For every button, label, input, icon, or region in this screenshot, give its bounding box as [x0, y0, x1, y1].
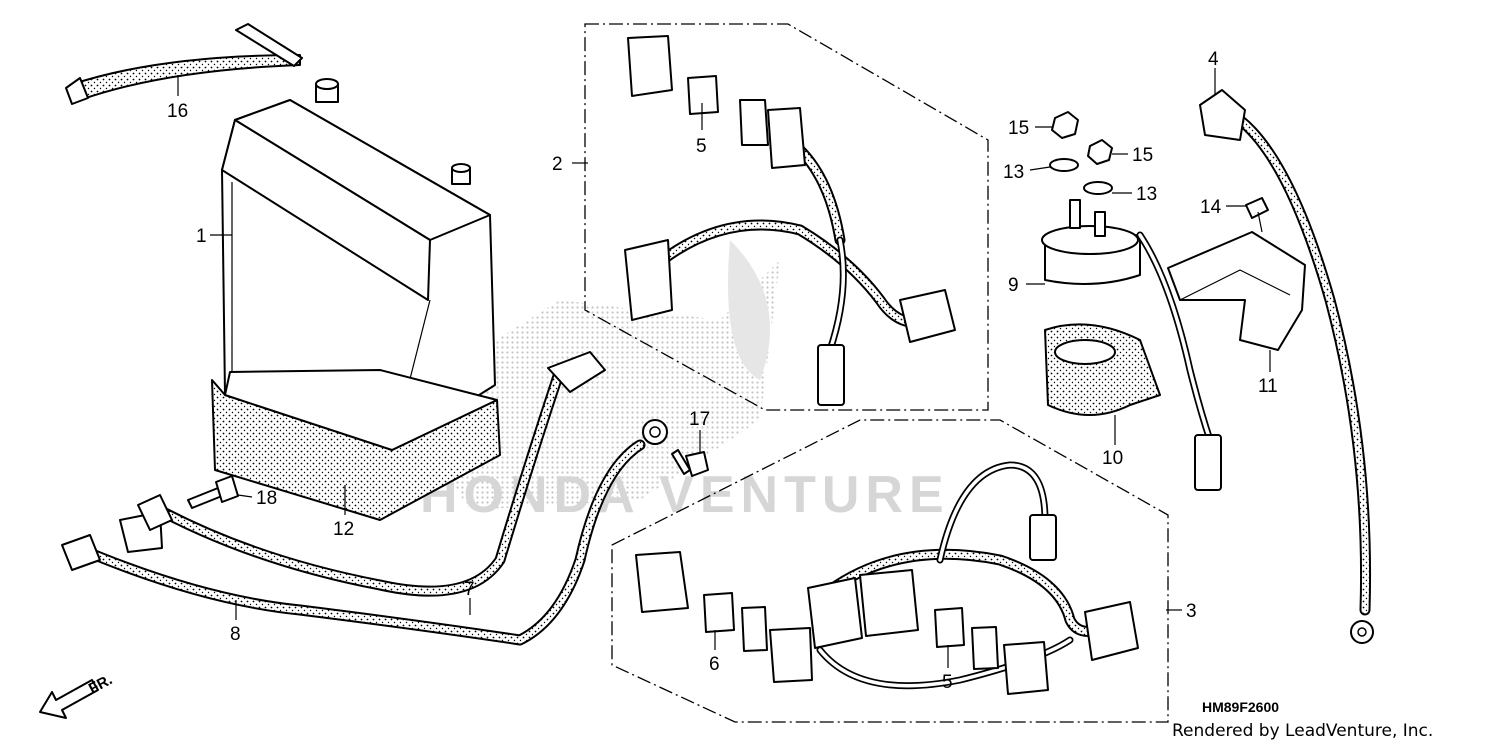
- callout-18: 18: [256, 488, 277, 509]
- callout-7: 7: [464, 579, 475, 600]
- front-direction-indicator: FR.: [39, 671, 115, 719]
- callout-16: 16: [167, 101, 188, 122]
- starter-cable: [1199, 89, 1374, 644]
- harness-2-outline: [584, 23, 989, 411]
- callout-11: 11: [1258, 376, 1278, 397]
- callout-15-left: 15: [1008, 118, 1029, 139]
- relay-cover: [1044, 323, 1161, 416]
- callout-12: 12: [333, 519, 354, 540]
- battery-cables: [61, 351, 668, 646]
- callout-13-right: 13: [1136, 184, 1157, 205]
- battery-pad: [211, 369, 501, 521]
- callout-2: 2: [552, 154, 563, 175]
- leader-lines: [177, 68, 1271, 668]
- callout-14: 14: [1200, 197, 1222, 218]
- battery: [221, 78, 496, 451]
- callout-9: 9: [1008, 275, 1019, 296]
- callout-5-lower: 5: [942, 672, 953, 693]
- callout-3: 3: [1186, 601, 1197, 622]
- callout-6: 6: [709, 654, 720, 675]
- callout-1: 1: [196, 226, 207, 247]
- front-arrow-icon: [39, 679, 99, 719]
- drawing-code: HM89F2600: [1202, 699, 1279, 715]
- screw-14: [1245, 197, 1269, 233]
- callout-13-left: 13: [1003, 162, 1024, 183]
- nuts-washers: [1049, 111, 1113, 195]
- callout-15-right: 15: [1132, 145, 1153, 166]
- callout-5-upper: 5: [696, 136, 707, 157]
- watermark-text: HONDA VENTURE: [420, 466, 950, 524]
- callout-10: 10: [1102, 448, 1123, 469]
- credit-text: Rendered by LeadVenture, Inc.: [1172, 721, 1433, 741]
- battery-strap: [65, 23, 303, 105]
- callout-8: 8: [230, 624, 241, 645]
- bolt-17: [671, 449, 709, 477]
- harness-3-outline: [611, 419, 1169, 723]
- starter-relay: [1041, 199, 1222, 491]
- callout-labels: 1 2 3 4 5 5 6 7 8 9 10 11 12 13 13 14 15…: [167, 49, 1278, 693]
- callout-4: 4: [1208, 49, 1219, 70]
- callout-17: 17: [689, 409, 710, 430]
- harness-2: [624, 35, 956, 406]
- bolt-18: [187, 475, 239, 509]
- bracket: [1167, 231, 1306, 351]
- harness-3: [635, 461, 1139, 695]
